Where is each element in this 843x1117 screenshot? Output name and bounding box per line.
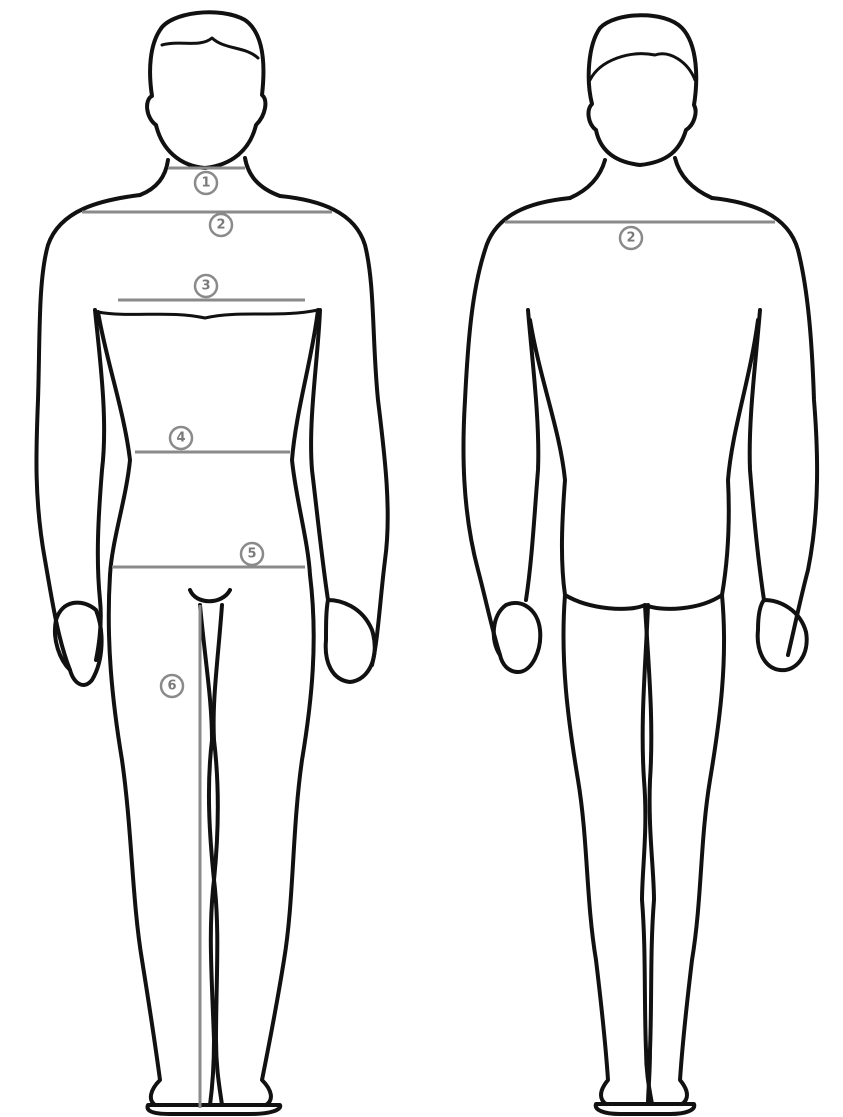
marker-inseam: 6 <box>161 675 183 697</box>
back-right-leg-outer <box>680 595 724 1104</box>
front-right-leg-inner <box>214 605 222 1105</box>
front-right-arm-inner <box>311 310 328 600</box>
front-hair <box>162 38 258 58</box>
back-waist-right <box>722 320 758 595</box>
marker-shoulder-front-label: 2 <box>216 218 225 233</box>
marker-hip-label: 5 <box>247 547 256 562</box>
back-left-hand <box>494 603 541 672</box>
back-torso-right <box>712 198 817 655</box>
marker-inseam-label: 6 <box>167 679 176 694</box>
front-feet <box>148 1105 281 1114</box>
marker-shoulder-back: 2 <box>620 227 642 249</box>
front-crotch <box>190 590 230 601</box>
front-left-leg-outer <box>109 575 160 1105</box>
back-neck-left <box>570 160 605 198</box>
marker-hip: 5 <box>241 543 263 565</box>
back-figure <box>463 15 817 1114</box>
marker-shoulder-back-label: 2 <box>626 231 635 246</box>
back-head <box>589 15 697 165</box>
back-left-leg-outer <box>563 595 608 1104</box>
back-hair <box>590 54 695 80</box>
markers: 1 2 3 4 5 6 2 <box>161 172 642 697</box>
front-pec-line <box>98 310 318 318</box>
front-head <box>147 12 265 168</box>
front-waist-right <box>292 310 318 575</box>
marker-neck: 1 <box>195 172 217 194</box>
front-left-arm-inner <box>95 310 104 660</box>
marker-chest: 3 <box>195 275 217 297</box>
marker-waist-label: 4 <box>176 431 185 446</box>
front-neck <box>140 160 168 195</box>
marker-neck-label: 1 <box>201 176 210 191</box>
back-waist-left <box>530 320 565 595</box>
front-right-leg-outer <box>262 575 314 1105</box>
front-left-leg-inner <box>200 605 214 1105</box>
back-neck-right <box>675 158 712 198</box>
back-feet <box>596 1104 695 1114</box>
marker-waist: 4 <box>170 427 192 449</box>
front-neck-right <box>245 158 280 196</box>
front-right-hand <box>326 600 375 682</box>
marker-chest-label: 3 <box>201 279 210 294</box>
marker-shoulder-front: 2 <box>210 214 232 236</box>
